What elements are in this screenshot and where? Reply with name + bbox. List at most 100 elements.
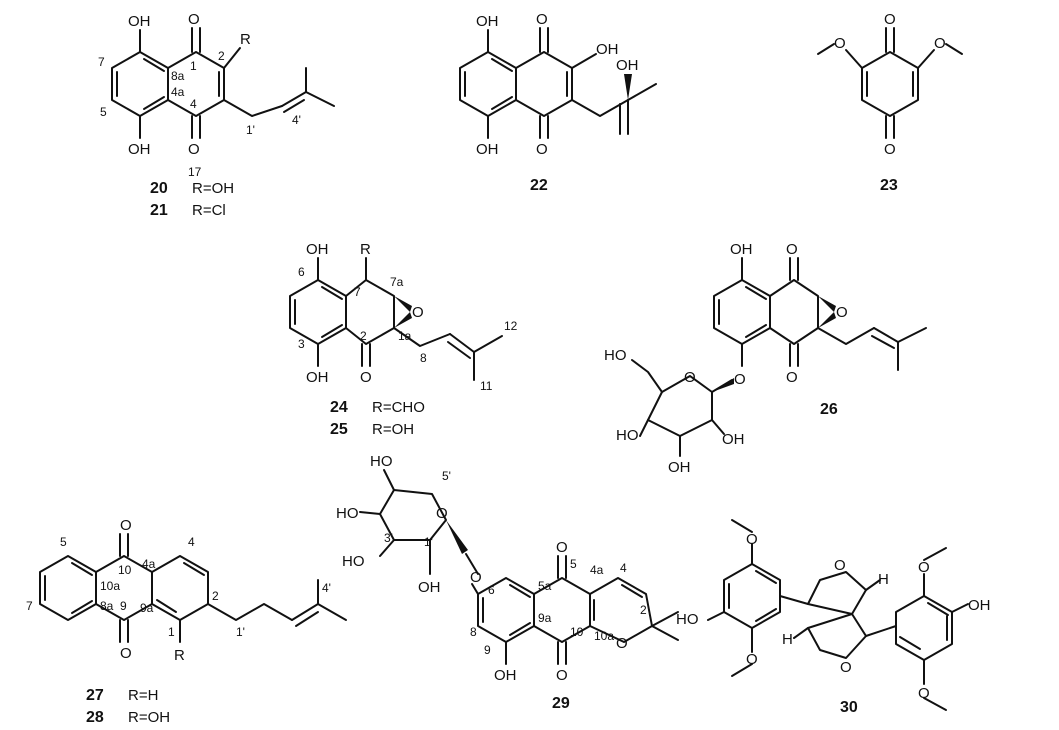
locant: 17 [188, 165, 202, 179]
atom-o: O [884, 11, 896, 28]
r-group-label: R=H [128, 687, 158, 704]
atom-o: O [836, 304, 848, 321]
structure-22 [459, 27, 657, 139]
compound-id: 23 [880, 177, 898, 194]
atom-o: O [786, 241, 798, 258]
atom-ho: HO [616, 427, 639, 444]
atom-o: O [188, 141, 200, 158]
locant: 1 [190, 59, 197, 73]
atom-o: O [834, 557, 846, 574]
compound-id: 22 [530, 177, 548, 194]
atom-o: O [536, 11, 548, 28]
locant: 4a [142, 557, 156, 571]
atom-o: O [786, 369, 798, 386]
locant: 1a [398, 329, 412, 343]
atom-oh: OH [476, 141, 499, 158]
atom-o: O [536, 141, 548, 158]
atom-o: O [360, 369, 372, 386]
atom-h: H [878, 571, 889, 588]
compound-id: 20 [150, 180, 168, 197]
locant: 4a [171, 85, 185, 99]
atom-oh: OH [494, 667, 517, 684]
locant: 4 [188, 535, 195, 549]
atom-ho: HO [370, 453, 393, 470]
atom-o: O [470, 569, 482, 586]
atom-o: O [934, 35, 946, 52]
locant: 10a [594, 629, 614, 643]
atom-o: O [684, 369, 696, 386]
locant: 9 [484, 643, 491, 657]
locant: 5' [442, 469, 451, 483]
atom-h: H [782, 631, 793, 648]
atom-oh: OH [306, 241, 329, 258]
compound-id: 27 [86, 687, 104, 704]
r-group-label: R=OH [192, 180, 234, 197]
compound-id: 30 [840, 699, 858, 716]
locant: 6 [298, 265, 305, 279]
locant: 9 [120, 599, 127, 613]
atom-oh: OH [668, 459, 691, 476]
atom-o: O [918, 685, 930, 702]
locant: 5 [60, 535, 67, 549]
r-group-label: R=Cl [192, 202, 226, 219]
locant: 2 [640, 603, 647, 617]
atom-o: O [556, 667, 568, 684]
r-group-label: R=OH [128, 709, 170, 726]
locant: 4' [322, 581, 331, 595]
locant: 4 [620, 561, 627, 575]
atom-o: O [412, 304, 424, 321]
atom-oh: OH [128, 13, 151, 30]
atom-o: O [120, 645, 132, 662]
atom-o: O [436, 505, 448, 522]
locant: 2 [360, 329, 367, 343]
locant: 8a [171, 69, 185, 83]
atom-o: O [834, 35, 846, 52]
locant: 10 [118, 563, 132, 577]
atom-oh: OH [616, 57, 639, 74]
atom-ho: HO [342, 553, 365, 570]
locant: 1 [168, 625, 175, 639]
atom-o: O [918, 559, 930, 576]
atom-oh: OH [306, 369, 329, 386]
atom-oh: OH [476, 13, 499, 30]
atom-ho: HO [336, 505, 359, 522]
locant: 4' [292, 113, 301, 127]
atom-ho: HO [676, 611, 699, 628]
compound-id: 21 [150, 202, 168, 219]
locant: 5 [100, 105, 107, 119]
locant: 11 [480, 379, 493, 393]
compound-id: 29 [552, 695, 570, 712]
atom-r: R [174, 647, 185, 664]
atom-r: R [240, 31, 251, 48]
locant: 10a [100, 579, 120, 593]
locant: 3 [298, 337, 305, 351]
locant: 3' [384, 531, 393, 545]
locant: 4a [590, 563, 604, 577]
r-group-label: R=OH [372, 421, 414, 438]
atom-r: R [360, 241, 371, 258]
locant: 1' [246, 123, 255, 137]
atom-oh: OH [128, 141, 151, 158]
locant: 6 [488, 583, 495, 597]
atom-oh: OH [730, 241, 753, 258]
compound-id: 26 [820, 401, 838, 418]
locant: 9a [140, 601, 154, 615]
locant: 8 [420, 351, 427, 365]
structure-29 [359, 469, 679, 665]
compound-id: 24 [330, 399, 348, 416]
atom-ho: HO [604, 347, 627, 364]
compound-id: 28 [86, 709, 104, 726]
structure-23 [817, 27, 963, 139]
atom-o: O [120, 517, 132, 534]
structure-30 [707, 519, 969, 711]
locant: 9a [538, 611, 552, 625]
atom-o: O [840, 659, 852, 676]
locant: 2 [218, 49, 225, 63]
atom-oh: OH [418, 579, 441, 596]
locant: 5a [538, 579, 552, 593]
locant: 10 [570, 625, 584, 639]
atom-o: O [746, 651, 758, 668]
atom-o: O [734, 371, 746, 388]
